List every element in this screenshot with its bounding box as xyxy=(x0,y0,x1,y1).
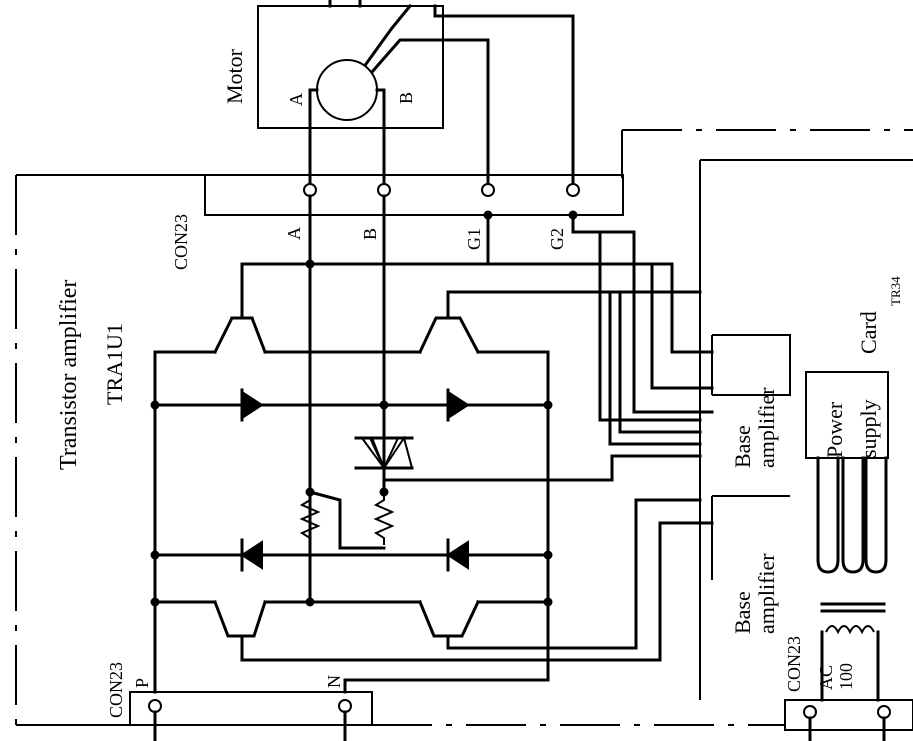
motor-lead-g1 xyxy=(369,38,490,192)
con23-bottom-right-label: CON23 xyxy=(784,636,804,692)
con23-top-label: CON23 xyxy=(171,214,191,270)
con23-bottom-left-strip xyxy=(129,691,373,726)
gate-drive-line xyxy=(382,454,702,482)
ac-100-label-2: 100 xyxy=(836,663,856,690)
diode-d3 xyxy=(240,538,263,572)
terminal-b-label: B xyxy=(360,228,380,240)
transistor-amplifier-label: Transistor amplifier xyxy=(56,280,82,470)
terminal-g1 xyxy=(481,183,495,197)
terminal-n xyxy=(338,699,352,713)
motor-a-label: A xyxy=(286,93,306,106)
g2-sense-line xyxy=(571,213,714,414)
terminal-p-label: P xyxy=(132,678,152,688)
base-drive-q1 xyxy=(240,262,714,354)
base-amplifier-lower-label-2: amplifier xyxy=(754,553,779,634)
motor-b-label: B xyxy=(396,92,416,104)
transistor-q2 xyxy=(418,290,702,355)
diode-d1 xyxy=(240,388,264,422)
con23-top-connector xyxy=(204,174,624,216)
terminal-g2 xyxy=(566,183,580,197)
n-rail xyxy=(343,350,550,694)
resistor-r1 xyxy=(299,492,321,545)
resistor-r2 xyxy=(373,492,395,545)
motor-label: Motor xyxy=(222,48,247,104)
con23-bottom-left-label: CON23 xyxy=(106,662,126,718)
terminal-ac-1 xyxy=(803,705,817,719)
base-amplifier-upper-label-2: amplifier xyxy=(754,387,779,468)
motor-lead-g2 xyxy=(363,3,575,192)
transformer xyxy=(820,602,886,702)
terminal-a-label: A xyxy=(284,227,304,240)
power-supply-box xyxy=(805,371,889,459)
power-supply-block xyxy=(805,371,889,574)
unit-model-label: TRA1U1 xyxy=(102,323,127,405)
base-amplifier-upper xyxy=(711,334,791,396)
card-label: Card xyxy=(856,311,881,354)
power-supply-label-2: supply xyxy=(856,399,881,458)
ac-100-label: AC xyxy=(816,665,836,690)
card-model-label: TR34 xyxy=(888,276,903,306)
con23-top-strip xyxy=(204,174,624,216)
transistor-q3 xyxy=(213,521,714,662)
con23-bottom-left-connector xyxy=(129,691,373,741)
diode-d4 xyxy=(446,538,469,572)
motor-block xyxy=(257,0,575,192)
base-amplifier-upper-label: Base xyxy=(730,425,755,468)
motor-box xyxy=(257,5,444,129)
transistor-q4 xyxy=(418,498,702,650)
terminal-n-label: N xyxy=(324,675,344,688)
transistor-q1 xyxy=(212,262,267,355)
terminal-g2-label: G2 xyxy=(547,228,567,250)
terminal-ac-2 xyxy=(877,705,891,719)
terminal-b xyxy=(377,183,391,197)
motor-symbol xyxy=(316,59,378,121)
terminal-p xyxy=(148,699,162,713)
terminal-a xyxy=(303,183,317,197)
brake-thyristor xyxy=(354,435,414,494)
power-card-frame xyxy=(699,159,913,700)
terminal-g1-label: G1 xyxy=(464,228,484,250)
diode-d2 xyxy=(446,388,470,422)
con23-bottom-right-strip xyxy=(784,699,913,731)
base-amplifier-lower xyxy=(711,495,790,580)
base-amplifier-lower-label: Base xyxy=(730,591,755,634)
con23-bottom-right-connector xyxy=(784,699,913,741)
power-supply-label: Power xyxy=(822,401,847,458)
junction-dots xyxy=(150,210,578,607)
